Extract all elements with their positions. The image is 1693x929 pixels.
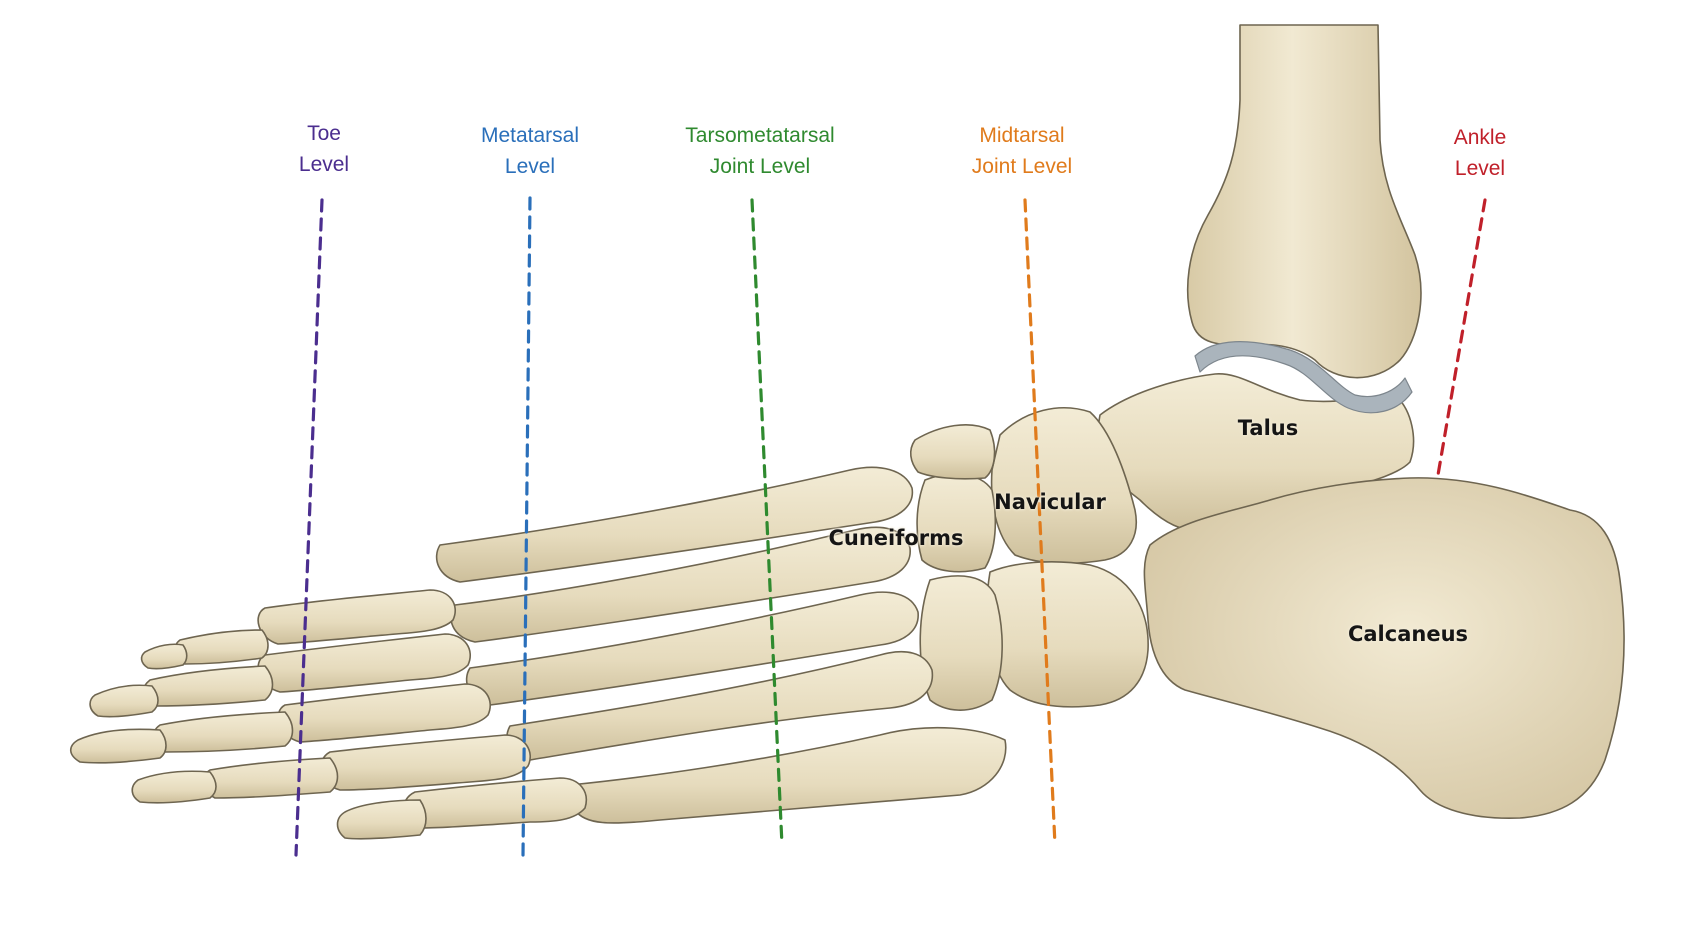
ankle-level-line (1436, 198, 1487, 477)
cuneiforms-label: Cuneiforms (828, 526, 964, 550)
ankle-joint-cartilage (1194, 341, 1413, 414)
middle-phalanx-4-bone (142, 665, 274, 707)
tarsometatarsal-level-label-line2: Joint Level (709, 155, 811, 178)
midtarsal-level-line (1023, 198, 1057, 847)
medial-cuneiform-bone (919, 575, 1003, 711)
middle-phalanx-3-bone (152, 711, 294, 753)
middle-phalanx-5-bone (173, 629, 269, 665)
tarsometatarsal-level-line (750, 198, 784, 847)
proximal-phalanx-3-bone (277, 683, 491, 743)
bones-group (69, 24, 1625, 840)
midtarsal-level-label: Midtarsal Joint Level (912, 120, 1132, 182)
navicular-label: Navicular (994, 490, 1106, 514)
toe-level-label-line2: Level (298, 153, 350, 176)
midtarsal-level-label-line1: Midtarsal (979, 124, 1065, 147)
midtarsal-level-label-line2: Joint Level (971, 155, 1073, 178)
navicular-bone (990, 407, 1137, 565)
toe-level-label: Toe Level (214, 118, 434, 180)
ankle-level-label-line1: Ankle (1453, 126, 1507, 149)
ankle-level-label: Ankle Level (1370, 122, 1590, 184)
metatarsal-level-label-line2: Level (504, 155, 556, 178)
toe-level-line (294, 198, 324, 857)
metatarsal-5-bone (435, 466, 914, 583)
ankle-level-label-line2: Level (1454, 157, 1506, 180)
calcaneus-bone (1143, 477, 1625, 820)
metatarsal-level-label: Metatarsal Level (420, 120, 640, 182)
talus-label: Talus (1237, 416, 1299, 440)
toe-level-label-line1: Toe (307, 122, 341, 145)
distal-phalanx-4-bone (89, 684, 159, 718)
metatarsal-1-bone (569, 726, 1007, 824)
metatarsal-level-label-line1: Metatarsal (480, 124, 580, 147)
distal-phalanx-3-bone (69, 728, 167, 764)
distal-phalanx-5-bone (140, 643, 188, 670)
proximal-phalanx-2-bone (319, 734, 531, 791)
tarsometatarsal-level-label: Tarsometatarsal Joint Level (650, 120, 870, 182)
proximal-phalanx-4-bone (257, 633, 471, 693)
tibia-bone (1186, 24, 1422, 379)
tarsometatarsal-level-label-line1: Tarsometatarsal (685, 124, 835, 147)
metatarsal-3-bone (465, 591, 919, 706)
distal-phalanx-1-bone (336, 799, 427, 840)
metatarsal-4-bone (450, 526, 911, 643)
metatarsal-2-bone (506, 650, 934, 761)
intermediate-cuneiform-bone (916, 473, 997, 573)
level-lines (294, 196, 1487, 857)
distal-phalanx-2-bone (131, 770, 217, 804)
middle-phalanx-2-bone (202, 757, 339, 799)
cuboid-bone (986, 561, 1149, 708)
lateral-cuneiform-bone (909, 424, 996, 480)
metatarsal-level-line (521, 196, 532, 857)
calcaneus-label: Calcaneus (1347, 622, 1469, 646)
